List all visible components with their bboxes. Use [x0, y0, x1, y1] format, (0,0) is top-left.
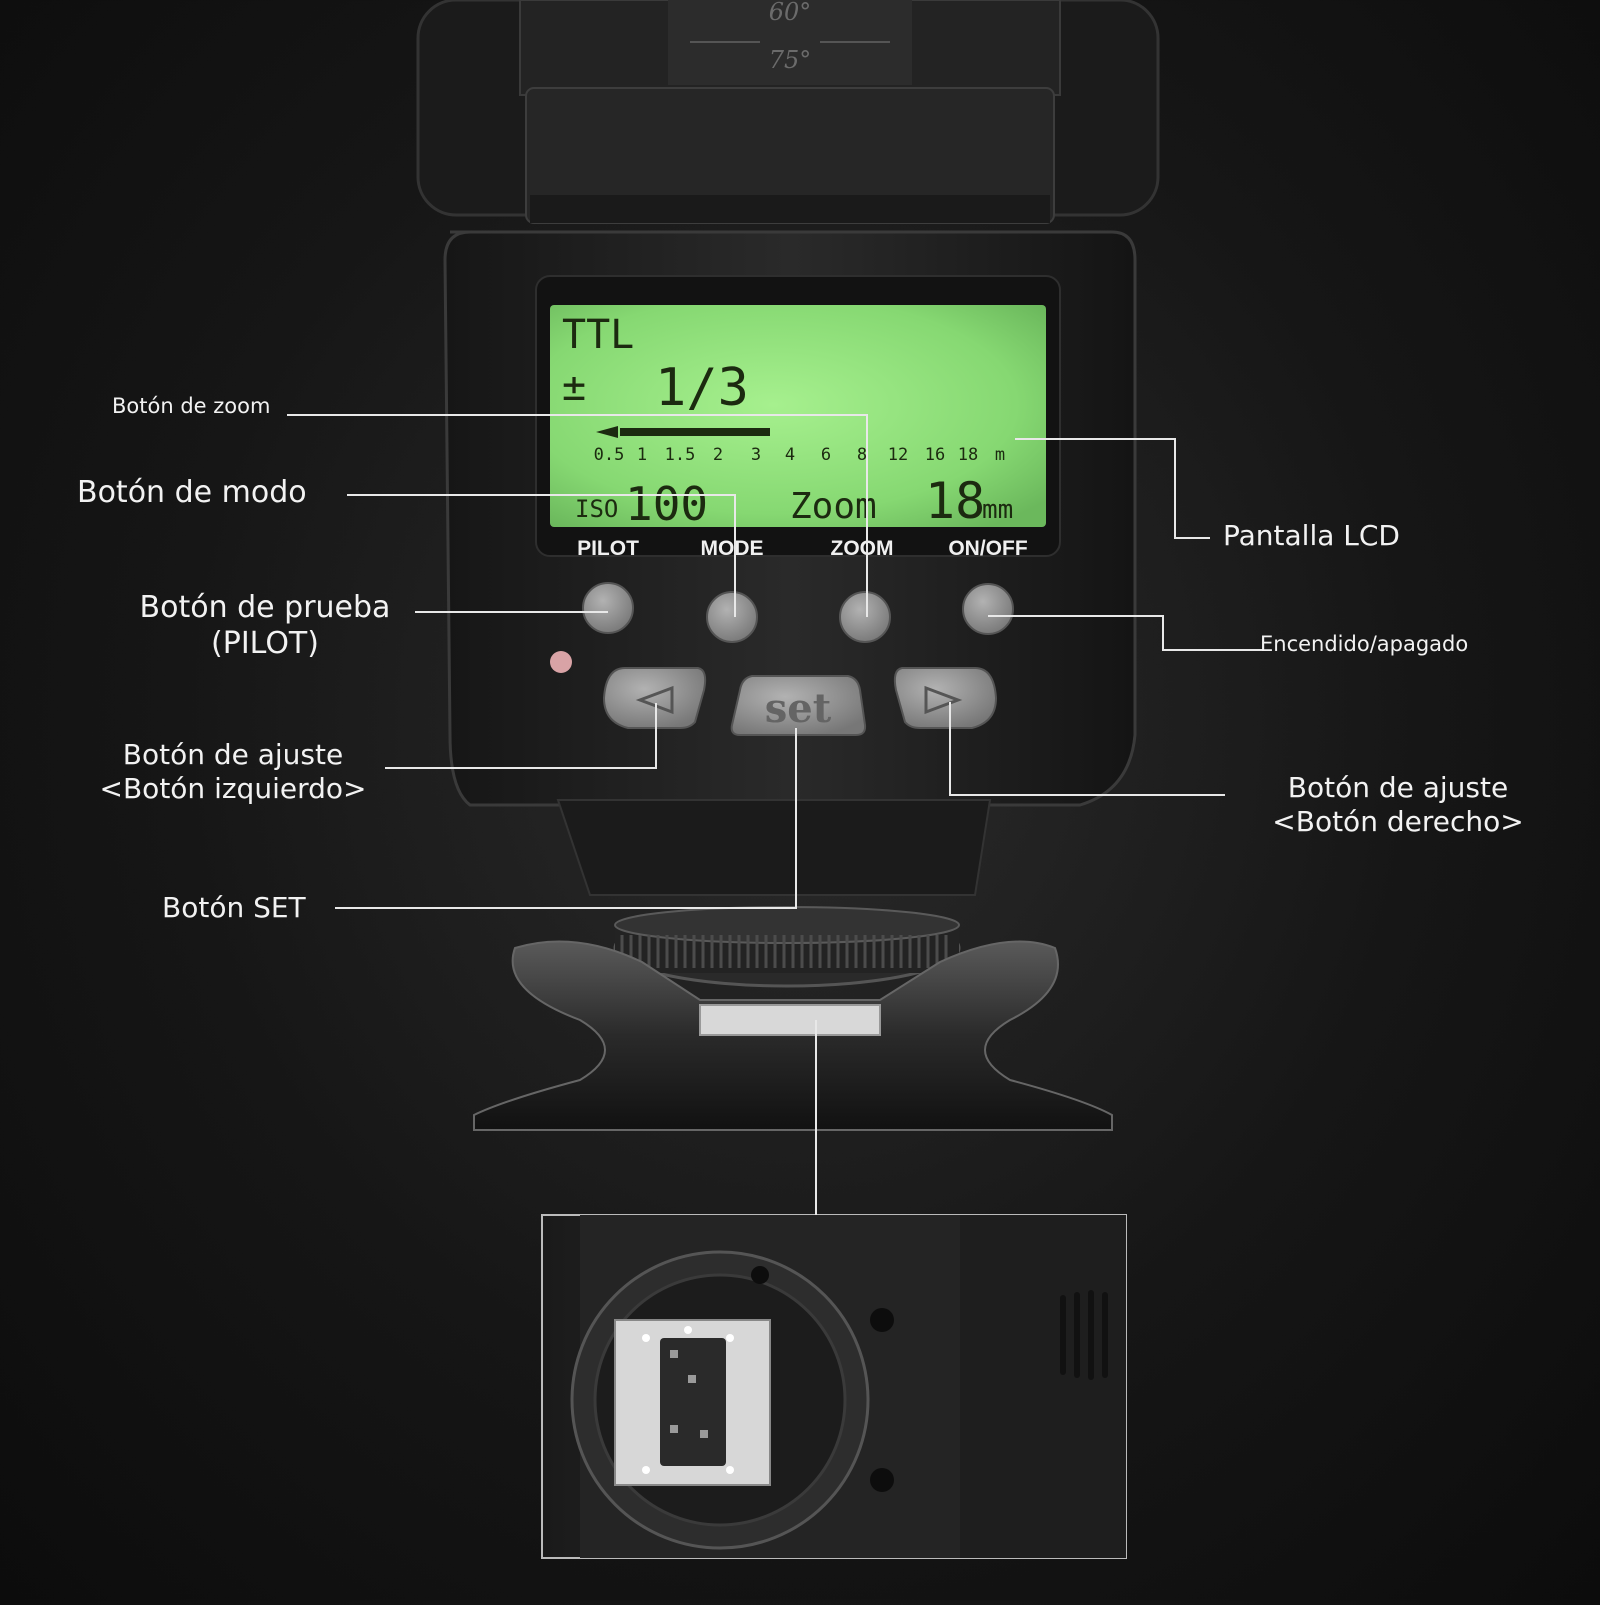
onoff-label: ON/OFF [948, 537, 1027, 560]
flash-stand [473, 940, 1113, 1131]
lcd-screen-callout: Pantalla LCD [1223, 519, 1400, 552]
lcd-mode-text: TTL [562, 312, 634, 358]
lcd-scale-label: 1 [637, 445, 647, 465]
mode-button-callout: Botón de modo [77, 475, 307, 510]
lcd-distance-scale: 0.5 1 1.5 2 3 4 6 8 12 16 18 m [594, 445, 1005, 465]
lcd-scale-label: 18 [958, 445, 978, 465]
lcd-scale-label: 2 [713, 445, 723, 465]
test-button-callout-line1: Botón de prueba [139, 590, 391, 625]
lcd-zoom-unit: mm [982, 495, 1013, 525]
lcd-scale-label: 0.5 [594, 445, 625, 465]
set-button-text: set [765, 685, 832, 732]
lcd-scale-label: 4 [785, 445, 795, 465]
shoe-plate [699, 1004, 881, 1036]
pilot-label: PILOT [577, 537, 639, 560]
angle-75-mark: 75° [769, 46, 812, 74]
lcd-leader-line [1015, 438, 1210, 539]
test-button-callout: Botón de prueba (PILOT) [125, 590, 405, 662]
lcd-iso-value: 100 [625, 477, 708, 531]
left-adjust-button[interactable] [602, 667, 707, 729]
locking-ring [613, 906, 961, 988]
lcd-scale-label: 8 [857, 445, 867, 465]
power-leader-line [988, 615, 1264, 651]
vent-grille-icon [1060, 1290, 1108, 1380]
left-adjust-leader-line [385, 703, 657, 769]
left-adjust-callout-line1: Botón de ajuste [122, 738, 344, 771]
lcd-scale-label: m [995, 445, 1005, 465]
lcd-scale-label: 12 [888, 445, 908, 465]
ready-led [550, 651, 572, 673]
right-adjust-callout: Botón de ajuste <Botón derecho> [1248, 771, 1548, 838]
zoom-label: ZOOM [831, 537, 894, 560]
right-adjust-button[interactable] [893, 667, 998, 729]
lcd-scale-label: 3 [751, 445, 761, 465]
test-button-callout-line2: (PILOT) [211, 626, 319, 661]
lcd-zoom-value: 18 [925, 472, 985, 530]
leader-lines [287, 414, 1264, 1215]
hot-shoe-inset [541, 1214, 1127, 1559]
lcd-scale-label: 16 [925, 445, 945, 465]
set-button-callout: Botón SET [162, 891, 306, 924]
right-adjust-leader-line [949, 702, 1225, 796]
flash-head: 60° 75° [416, 0, 1160, 224]
pilot-button[interactable] [582, 582, 634, 634]
angle-60-mark: 60° [769, 0, 812, 26]
left-adjust-callout-line2: <Botón izquierdo> [99, 771, 367, 805]
lcd-iso-label: ISO [575, 495, 618, 523]
lcd-power-bar [596, 426, 770, 438]
onoff-button[interactable] [962, 583, 1014, 635]
lcd-fraction-text: 1/3 [655, 358, 749, 418]
power-callout: Encendido/apagado [1260, 632, 1469, 656]
zoom-leader-line [287, 414, 868, 617]
right-adjust-callout-line2: <Botón derecho> [1272, 804, 1524, 838]
lcd-screen: TTL ± 1/3 0.5 1 1.5 2 3 4 6 8 12 16 18 m ISO 100 Zo… [550, 305, 1046, 531]
set-button[interactable]: set [730, 675, 867, 736]
zoom-button[interactable] [839, 591, 891, 643]
mode-button[interactable] [706, 591, 758, 643]
lcd-scale-label: 1.5 [665, 445, 696, 465]
lcd-scale-label: 6 [821, 445, 831, 465]
set-leader-line [335, 728, 797, 909]
lcd-plusminus-icon: ± [562, 364, 586, 410]
right-adjust-callout-line1: Botón de ajuste [1287, 771, 1509, 804]
left-adjust-callout: Botón de ajuste <Botón izquierdo> [88, 738, 378, 805]
mode-label: MODE [701, 537, 764, 560]
lcd-zoom-label: Zoom [790, 486, 877, 527]
right-arrow-icon [924, 685, 963, 715]
mode-leader-line [347, 494, 736, 617]
zoom-button-callout: Botón de zoom [112, 394, 271, 418]
